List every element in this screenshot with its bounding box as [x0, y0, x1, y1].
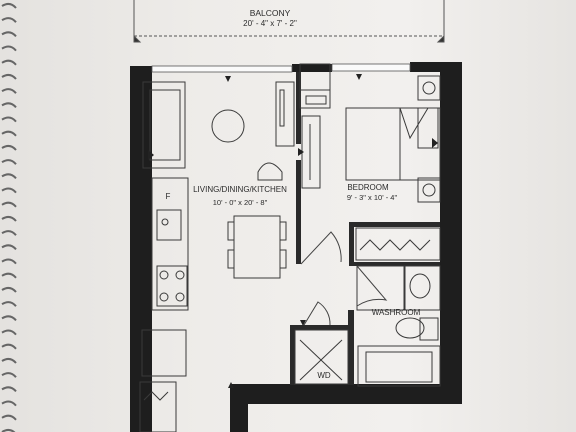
living-name: LIVING/DINING/KITCHEN [193, 185, 287, 194]
bed [345, 107, 441, 181]
closet [299, 63, 331, 109]
spiral-ring [1, 17, 17, 23]
spiral-ring [1, 301, 17, 307]
coffee-table [211, 109, 245, 143]
washroom-fixtures [356, 265, 441, 387]
notebook-spiral-binding [1, 2, 17, 432]
spiral-ring [1, 315, 17, 322]
storage-shelves [139, 381, 177, 432]
spiral-ring [1, 2, 17, 9]
spiral-ring [1, 286, 17, 293]
kitchen-counter [141, 177, 189, 377]
spiral-ring [1, 244, 17, 251]
laundry-label: WD [317, 371, 331, 380]
sofa [142, 81, 186, 169]
spiral-ring [1, 88, 17, 94]
spiral-ring [1, 329, 17, 336]
spiral-ring [1, 59, 17, 66]
wardrobe [355, 227, 441, 261]
spiral-ring [1, 386, 17, 393]
balcony-dims: 20' - 4" x 7' - 2" [243, 19, 297, 28]
spiral-ring [1, 428, 16, 432]
spiral-ring [1, 201, 17, 208]
spiral-ring [1, 45, 17, 52]
spiral-ring [1, 272, 17, 279]
balcony-area [133, 0, 445, 43]
spiral-ring [1, 230, 17, 236]
spiral-ring [1, 173, 17, 180]
spiral-ring [1, 73, 17, 80]
living-dims: 10' - 0" x 20' - 8" [213, 198, 268, 207]
bedroom-dims: 9' - 3" x 10' - 4" [347, 193, 398, 202]
spiral-ring [1, 215, 17, 222]
fridge-label: F [166, 192, 171, 201]
bedroom-name: BEDROOM [347, 183, 389, 192]
spiral-ring [1, 116, 17, 123]
balcony-name: BALCONY [250, 8, 291, 18]
exterior-walls [130, 62, 462, 432]
spiral-ring [1, 343, 17, 350]
desk-bedroom [301, 115, 321, 189]
armchair [257, 162, 283, 181]
nightstands [417, 75, 441, 203]
view-markers [148, 74, 438, 388]
spiral-ring [1, 414, 17, 421]
spiral-ring [1, 187, 17, 194]
spiral-ring [1, 144, 17, 151]
interior-walls [290, 72, 440, 385]
window-frames [151, 63, 411, 73]
spiral-ring [1, 357, 17, 364]
laundry-closet [294, 329, 349, 385]
door-swings [300, 231, 388, 326]
spiral-ring [1, 159, 17, 165]
spiral-ring [1, 258, 17, 265]
washroom-name: WASHROOM [372, 308, 421, 317]
spiral-ring [1, 400, 17, 407]
media-console [275, 81, 295, 147]
spiral-ring [1, 372, 17, 378]
dining-table [227, 215, 287, 279]
spiral-ring [1, 102, 17, 109]
spiral-ring [1, 130, 17, 137]
spiral-ring [1, 31, 17, 38]
